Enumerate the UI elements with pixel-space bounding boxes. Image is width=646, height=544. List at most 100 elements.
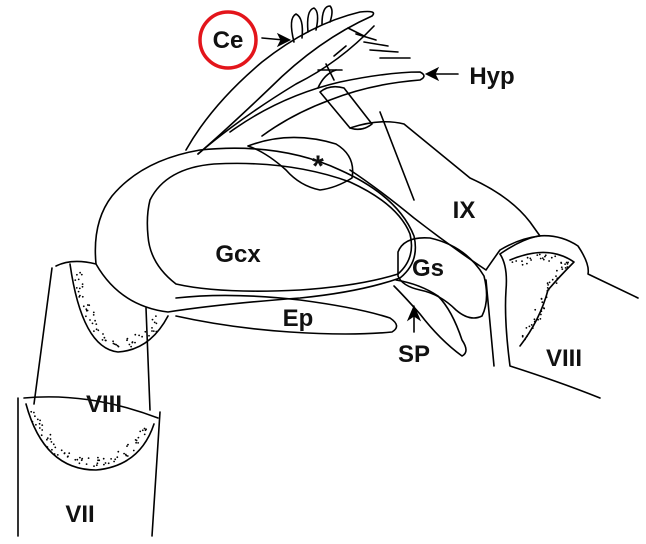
stipple-dot [133,450,135,452]
stipple-dot [539,254,541,256]
stipple-dot [153,330,155,332]
stipple-dot [543,307,545,309]
stipple-dot [135,439,137,441]
stipple-dot [127,455,129,457]
stipple-dot [524,338,526,340]
stipple-dot [35,424,37,426]
stipple-dot [546,296,548,298]
stipple-dot [81,274,83,276]
label-asterisk: * [312,150,324,183]
stipple-dot [556,282,558,284]
stipple-dot [41,429,43,431]
stipple-dot [125,454,127,456]
stipple-dot [94,320,96,322]
stipple-dot [555,275,557,277]
stipple-dot [529,326,531,328]
stipple-dot [93,465,95,467]
stipple-dot [536,254,538,256]
stipple-dot [548,260,550,262]
stipple-dot [134,342,136,344]
stipple-dot [551,257,553,259]
stipple-dot [96,464,98,466]
stipple-dot [556,270,558,272]
stipple-dot [534,318,536,320]
stipple-dot [540,258,542,260]
label-vii: VII [65,501,94,528]
stipple-dot [117,451,119,453]
stipple-dot [117,345,119,347]
stipple-dot [521,260,523,262]
stipple-dot [110,458,112,460]
stipple-dot [76,287,78,289]
stipple-dot [567,263,569,265]
stipple-dot [39,427,41,429]
stipple-dot [148,335,150,337]
stipple-dot [126,445,128,447]
stipple-dot [534,321,536,323]
segment-viii-left [34,261,168,410]
stipple-dot [50,434,52,436]
stipple-dot [541,298,543,300]
stipple-dot [76,274,78,276]
stipple-dot [93,312,95,314]
stipple-dot [78,279,80,281]
stipple-dot [86,463,88,465]
stipple-dot [151,330,153,332]
stipple-dot [132,341,134,343]
stipple-dot [543,259,545,261]
stipple-dot [82,286,84,288]
stipple-dot [155,331,157,333]
stipple-dot [565,267,567,269]
segment-viii-left-membrane [70,264,168,352]
stipple-dot [103,464,105,466]
stipple-dot [102,339,104,341]
stipple-dot [102,333,104,335]
stipple-dot [135,442,137,444]
stipple-dot [542,257,544,259]
stipple-dot [547,282,549,284]
stipple-dot [522,336,524,338]
stipple-dot [79,457,81,459]
stipple-dot [67,456,69,458]
segment-ix [320,87,540,270]
stipple-dot [82,283,84,285]
sp-arrow [408,306,420,332]
stipple-dot [127,338,129,340]
stipple-dot [552,279,554,281]
stipple-dot [127,444,129,446]
stipple-dot [88,304,90,306]
stipple-dot [54,453,56,455]
stipple-dot [532,327,534,329]
segment-viii-left-stipple [74,272,157,348]
gonocoxite [95,148,415,312]
stipple-dot [108,462,110,464]
stipple-dot [115,344,117,346]
stipple-dot [549,282,551,284]
stipple-dot [145,428,147,430]
stipple-dot [554,255,556,257]
stipple-dot [74,279,76,281]
stipple-dot [47,446,49,448]
stipple-dot [54,447,56,449]
label-ce: Ce [213,27,244,54]
stipple-dot [137,442,139,444]
stipple-dot [541,310,543,312]
label-viii-right: VIII [546,345,582,372]
stipple-dot [144,428,146,430]
label-gcx: Gcx [215,241,261,268]
label-viii-left: VIII [86,391,122,418]
stipple-dot [41,424,43,426]
stipple-dot [566,266,568,268]
stipple-dot [138,335,140,337]
stipple-dot [556,277,558,279]
stipple-dot [93,330,95,332]
hyp-arrow [426,68,458,80]
stipple-dot [534,309,536,311]
stipple-dot [152,319,154,321]
stipple-dot [53,443,55,445]
stipple-dot [41,434,43,436]
stipple-dot [47,437,49,439]
stipple-dot [74,459,76,461]
label-sp: SP [398,341,430,368]
